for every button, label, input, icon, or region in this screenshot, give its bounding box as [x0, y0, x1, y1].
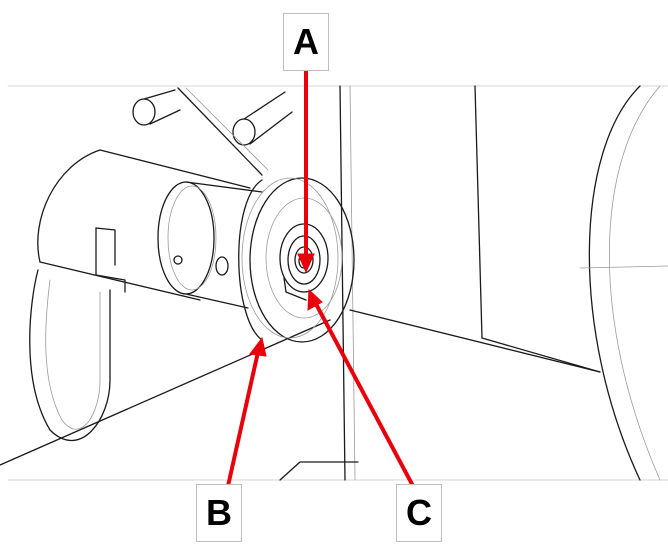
arrow-a [297, 70, 315, 274]
callout-c-text: C [406, 492, 432, 533]
callout-a-label: A [283, 13, 329, 71]
callout-a-text: A [293, 21, 319, 62]
callout-b-label: B [196, 484, 242, 542]
rod-pins [132, 87, 293, 176]
callout-b-text: B [206, 492, 232, 533]
callout-c-label: C [396, 484, 442, 542]
flange-knob [238, 177, 355, 343]
arrow-b [226, 336, 267, 488]
arrow-c [307, 288, 415, 488]
drum-ring [579, 85, 668, 481]
collar [157, 181, 263, 309]
cabinet-panel [279, 85, 601, 481]
tube-body [0, 149, 331, 466]
